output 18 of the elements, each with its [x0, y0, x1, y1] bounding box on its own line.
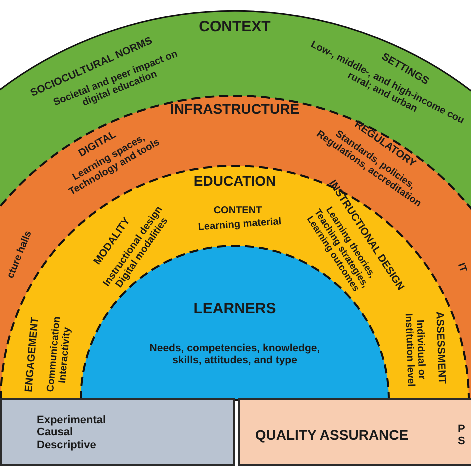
section-text: Learning material: [197, 216, 283, 234]
panel-title: QUALITY ASSURANCE: [254, 428, 410, 444]
list-text: Experimental Causal Descriptive: [37, 414, 108, 452]
section-text: Individual or Institution level: [402, 312, 428, 390]
band-title: INFRASTRUCTURE: [169, 102, 301, 118]
band-title: EDUCATION: [192, 174, 278, 190]
list-text: P S: [458, 424, 466, 448]
section-heading: ASSESSMENT: [432, 310, 448, 386]
section-text: IT: [454, 260, 470, 276]
info-panel: [0, 398, 235, 466]
description-text: Needs, competencies, knowledge, skills, attitudes, and type: [148, 343, 322, 367]
section-text: cture halls: [4, 228, 36, 282]
band-title: CONTEXT: [198, 20, 272, 36]
title: LEARNERS: [192, 302, 278, 318]
section-heading: ENGAGEMENT: [23, 316, 42, 395]
section-text: Communication Interactivity: [45, 315, 74, 395]
info-panel: [238, 398, 471, 466]
section-heading: CONTENT: [212, 205, 264, 217]
